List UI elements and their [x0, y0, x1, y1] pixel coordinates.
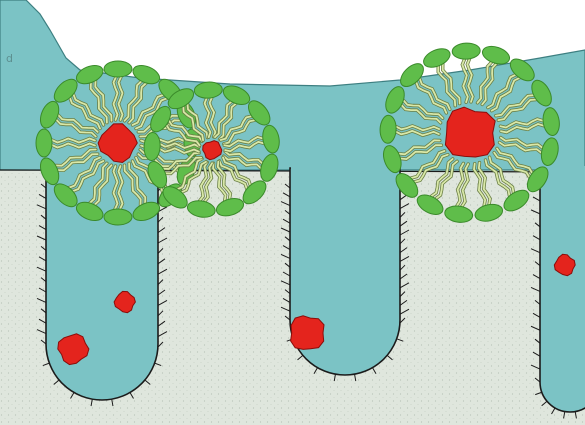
stray-mark: d [6, 52, 13, 65]
micelle-3-core [445, 107, 495, 157]
oil-droplet-3 [291, 316, 324, 350]
pore-channel-left [37, 166, 167, 406]
